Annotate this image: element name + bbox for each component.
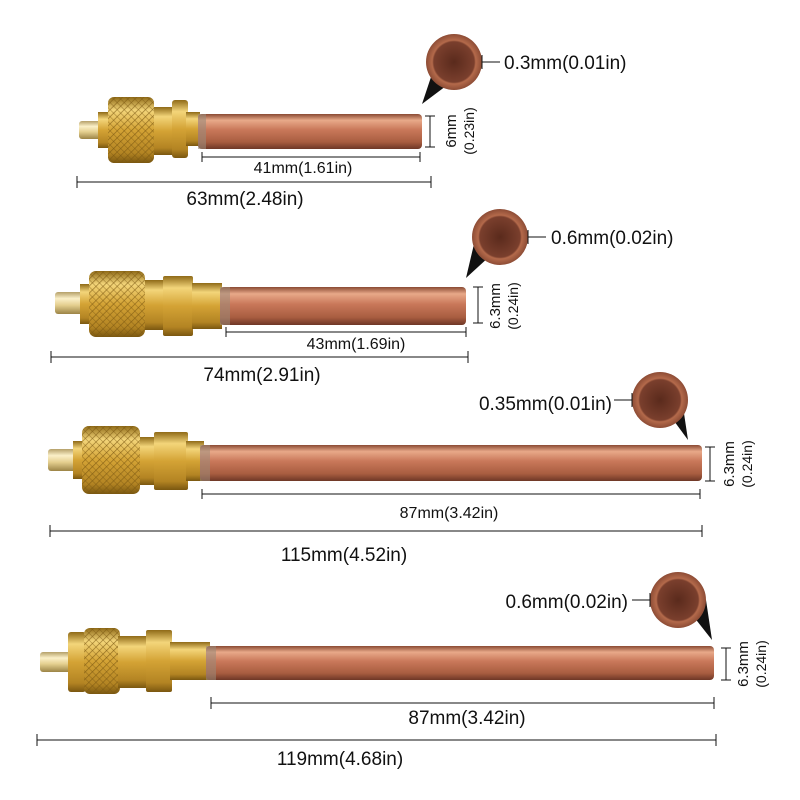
brazed-joint (186, 441, 204, 481)
diameter-dimension: 6.3mm (0.24in) (473, 282, 521, 330)
diameter-in-label: (0.24in) (505, 282, 521, 329)
valve-fitting (40, 628, 210, 694)
brazed-joint (186, 112, 200, 146)
diameter-dimension: 6.3mm (0.24in) (705, 440, 755, 488)
total-length-dimension: 74mm(2.91in) (50, 351, 469, 386)
hex-body (163, 276, 193, 336)
hex-nut (145, 280, 165, 330)
total-length-label: 119mm(4.68in) (277, 749, 403, 770)
valve-fitting (48, 426, 204, 494)
diameter-in-label: (0.24in) (739, 440, 755, 487)
total-length-dimension: 119mm(4.68in) (36, 734, 717, 770)
valve-item-2: 0.6mm(0.02in) 6.3mm (0.24in) 43mm(1.69in… (50, 209, 674, 386)
tube-cross-section (472, 209, 528, 265)
valve-cap-ring (98, 112, 110, 148)
valve-core-pin (55, 292, 85, 314)
valve-core-pin (48, 449, 78, 471)
tube-cross-section (650, 572, 706, 628)
copper-tube (198, 114, 422, 149)
total-length-dimension: 63mm(2.48in) (76, 176, 432, 210)
wall-thickness-indicator: 0.6mm(0.02in) (466, 209, 674, 278)
tube-cross-section (632, 372, 688, 428)
valve-item-4: 0.6mm(0.02in) 6.3mm (0.24in) 87mm(3.42in… (36, 572, 769, 770)
brazed-joint (192, 283, 222, 329)
copper-tube (220, 287, 466, 325)
diameter-mm-label: 6.3mm (735, 641, 752, 687)
valve-item-1: 0.3mm(0.01in) 6mm (0.23in) 41mm(1.61in) … (76, 34, 627, 210)
valve-cap-ring (68, 632, 86, 692)
valve-item-3: 0.35mm(0.01in) 6.3mm (0.24in) 87mm(3.42i… (48, 372, 755, 566)
total-length-label: 74mm(2.91in) (203, 365, 320, 386)
diameter-in-label: (0.24in) (753, 640, 769, 687)
tube-length-label: 87mm(3.42in) (408, 708, 525, 729)
valve-core-pin (40, 652, 72, 672)
total-length-label: 115mm(4.52in) (281, 545, 407, 566)
wall-thickness-indicator: 0.35mm(0.01in) (479, 372, 688, 440)
copper-tube (200, 445, 702, 481)
valve-fitting (79, 97, 200, 163)
wall-thickness-label: 0.6mm(0.02in) (506, 592, 629, 613)
tube-length-dimension: 87mm(3.42in) (201, 489, 701, 522)
flange (172, 100, 188, 158)
wall-thickness-label: 0.6mm(0.02in) (551, 228, 674, 249)
diameter-mm-label: 6mm (443, 114, 460, 147)
diameter-mm-label: 6.3mm (487, 283, 504, 329)
hex-nut (140, 437, 156, 485)
hex-body (146, 630, 172, 692)
wall-thickness-label: 0.3mm(0.01in) (504, 53, 627, 74)
tube-length-label: 43mm(1.69in) (307, 336, 406, 353)
tube-length-dimension: 41mm(1.61in) (201, 152, 421, 177)
valve-fitting (55, 271, 222, 337)
brazed-joint (170, 642, 210, 680)
diameter-mm-label: 6.3mm (721, 441, 738, 487)
valve-core-pin (79, 121, 101, 139)
copper-tube (206, 646, 714, 680)
tube-length-dimension: 43mm(1.69in) (225, 327, 467, 353)
tube-length-label: 87mm(3.42in) (400, 505, 499, 522)
tube-cross-section (426, 34, 482, 90)
wall-thickness-indicator: 0.3mm(0.01in) (422, 34, 627, 104)
hex-body (154, 432, 188, 490)
total-length-dimension: 115mm(4.52in) (49, 525, 703, 566)
diameter-dimension: 6mm (0.23in) (425, 107, 477, 155)
hex-nut (154, 107, 174, 155)
tube-length-label: 41mm(1.61in) (254, 160, 353, 177)
diameter-dimension: 6.3mm (0.24in) (721, 640, 769, 688)
wall-thickness-label: 0.35mm(0.01in) (479, 394, 612, 415)
tube-length-dimension: 87mm(3.42in) (210, 697, 715, 729)
diameter-in-label: (0.23in) (461, 107, 477, 154)
wall-thickness-indicator: 0.6mm(0.02in) (506, 572, 712, 640)
total-length-label: 63mm(2.48in) (186, 189, 303, 210)
hex-nut (118, 636, 148, 688)
